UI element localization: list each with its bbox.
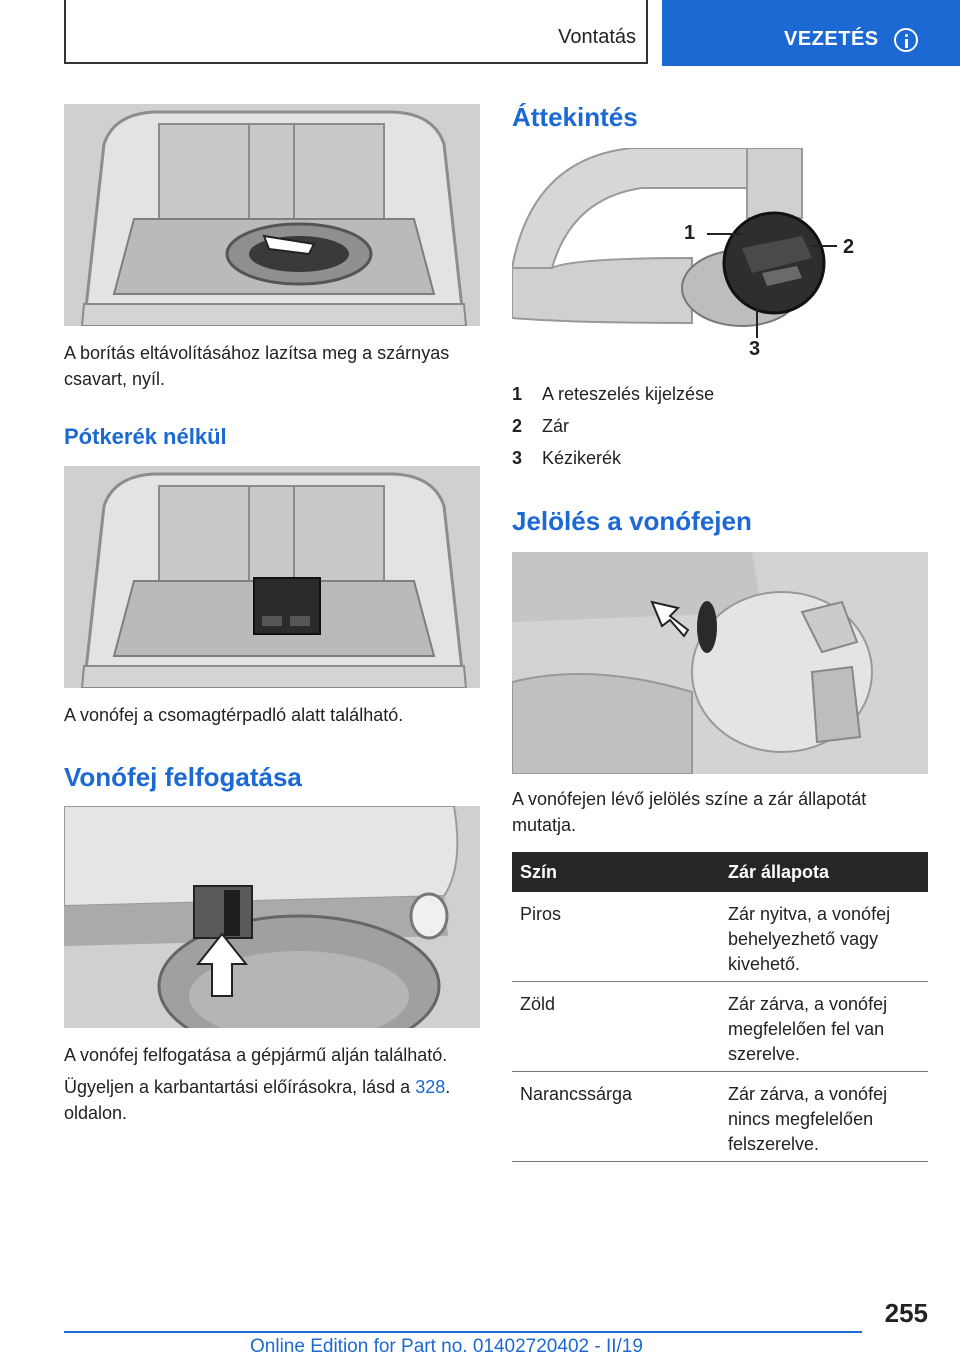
- footer-divider: [64, 1331, 862, 1333]
- callout-label: 3: [749, 338, 761, 360]
- section-heading: Pótkerék nélkül: [64, 424, 227, 449]
- legend-number: 3: [512, 448, 523, 468]
- section-tab-label: VEZETÉS: [784, 28, 879, 50]
- table-cell-color: Zöld: [520, 994, 556, 1014]
- legend-number: 2: [512, 416, 523, 436]
- lock-status-table: Szín Zár állapota Piros Zár nyitva, a vo…: [512, 852, 928, 1162]
- callout-label: 1: [684, 222, 696, 244]
- table-cell-color: Narancssárga: [520, 1084, 633, 1104]
- legend-text: Kézikerék: [542, 448, 622, 468]
- legend-item: 3 Kézikerék: [512, 442, 928, 474]
- section-heading: Jelölés a vonófejen: [512, 506, 752, 536]
- figure-tow-ball-overview: 1 2 3: [512, 148, 928, 370]
- figure-trunk-no-spare: [64, 466, 480, 688]
- table-header-cell: Szín: [520, 862, 558, 882]
- figure-underbody-mount: [64, 806, 480, 1028]
- legend-item: 2 Zár: [512, 410, 928, 442]
- callout-label: 2: [843, 236, 855, 258]
- legend-item: 1 A reteszelés kijelzése: [512, 378, 928, 410]
- table-cell-state: Zár nyitva, a vonófej behelyezhető vagy …: [728, 904, 891, 974]
- table-cell-state: Zár zárva, a vonófej megfelelően fel van…: [728, 994, 888, 1064]
- figure-caption: A vonófejen lévő jelölés színe a zár áll…: [512, 789, 867, 835]
- table-header-cell: Zár állapota: [728, 862, 830, 882]
- figure-caption: A vonófej a csomagtérpadló alatt találha…: [64, 705, 404, 725]
- table-cell-state: Zár zárva, a vonófej nincs megfelelően f…: [728, 1084, 888, 1154]
- paragraph-text: Ügyeljen a karbantartási előírásokra, lá…: [64, 1077, 416, 1097]
- section-heading: Vonófej felfogatása: [64, 762, 302, 792]
- paragraph-text: . oldalon.: [64, 1077, 451, 1123]
- header-title-box: [64, 0, 648, 64]
- figure-caption: A vonófej felfogatása a gépjármű alján t…: [64, 1045, 448, 1065]
- section-tab[interactable]: VEZETÉS: [662, 0, 960, 66]
- table-row: Piros Zár nyitva, a vonófej behelyezhető…: [512, 892, 928, 982]
- maintenance-paragraph: Ügyeljen a karbantartási előírásokra, lá…: [64, 1074, 480, 1126]
- table-row: Narancssárga Zár zárva, a vonófej nincs …: [512, 1072, 928, 1162]
- chapter-title: Vontatás: [558, 26, 636, 48]
- legend-number: 1: [512, 384, 523, 404]
- page-reference-link[interactable]: 328: [415, 1077, 446, 1097]
- legend-text: Zár: [542, 416, 569, 436]
- table-row: Zöld Zár zárva, a vonófej megfelelően fe…: [512, 982, 928, 1072]
- figure-trunk-spare-wheel: [64, 104, 480, 326]
- figure-tow-ball-marking: [512, 552, 928, 774]
- edition-note: Online Edition for Part no. 01402720402 …: [250, 1336, 643, 1357]
- table-cell-color: Piros: [520, 904, 562, 924]
- page-number: 255: [884, 1298, 928, 1328]
- table-header: Szín Zár állapota: [512, 852, 928, 892]
- legend-text: A reteszelés kijelzése: [542, 384, 715, 404]
- info-icon[interactable]: [894, 28, 918, 52]
- section-heading: Áttekintés: [512, 102, 638, 132]
- legend-list: 1 A reteszelés kijelzése 2 Zár 3 Kéziker…: [512, 378, 928, 474]
- figure-caption: A borítás eltávolításához lazítsa meg a …: [64, 343, 450, 389]
